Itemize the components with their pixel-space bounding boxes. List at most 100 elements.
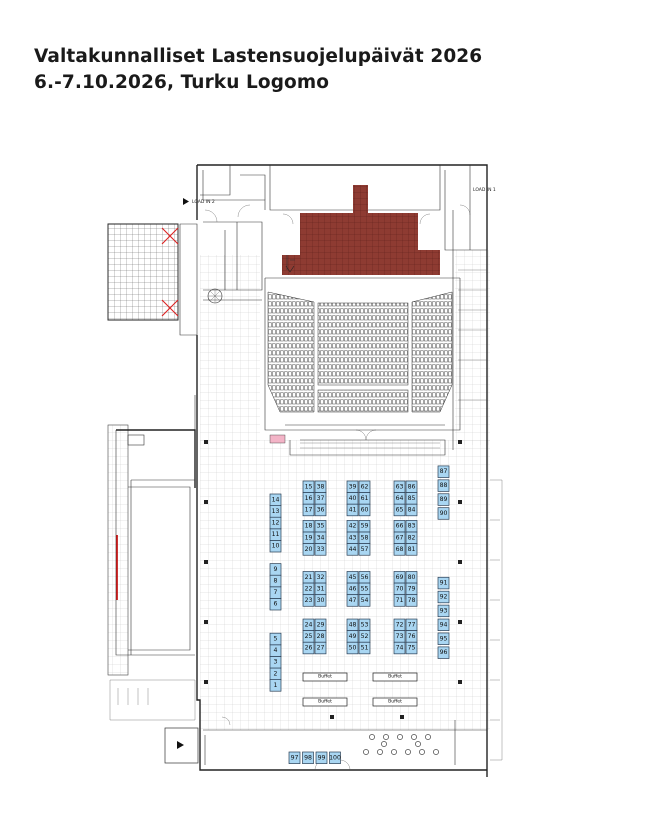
booth-20[interactable]: 20 [302, 543, 315, 556]
booth-57[interactable]: 57 [358, 543, 371, 556]
booth-83[interactable]: 83 [405, 520, 418, 533]
booth-78[interactable]: 78 [405, 594, 418, 607]
booth-73[interactable]: 73 [393, 630, 406, 643]
booth-35[interactable]: 35 [314, 520, 327, 533]
booth-68[interactable]: 68 [393, 543, 406, 556]
booth-97[interactable]: 97 [288, 751, 301, 764]
booth-18[interactable]: 18 [302, 520, 315, 533]
booth-65[interactable]: 65 [393, 503, 406, 517]
booth-98[interactable]: 98 [302, 751, 314, 764]
booth-80[interactable]: 80 [405, 571, 418, 584]
booth-48[interactable]: 48 [346, 618, 359, 631]
booth-100[interactable]: 100 [329, 751, 341, 764]
booth-99[interactable]: 99 [315, 751, 328, 764]
booth-5[interactable]: 5 [269, 632, 282, 646]
booth-3[interactable]: 3 [269, 656, 282, 669]
booth-46[interactable]: 46 [346, 582, 359, 596]
booth-94[interactable]: 94 [437, 618, 450, 631]
booth-62[interactable]: 62 [358, 480, 371, 493]
booth-33[interactable]: 33 [314, 543, 327, 556]
booth-91[interactable]: 91 [437, 576, 450, 590]
booth-23[interactable]: 23 [302, 594, 315, 607]
booth-79[interactable]: 79 [405, 582, 418, 596]
booth-82[interactable]: 82 [405, 531, 418, 544]
booth-67[interactable]: 67 [393, 531, 406, 544]
booth-96[interactable]: 96 [437, 646, 450, 659]
booth-59[interactable]: 59 [358, 520, 371, 533]
booth-9[interactable]: 9 [269, 563, 282, 576]
booth-14[interactable]: 14 [269, 493, 282, 506]
booth-28[interactable]: 28 [314, 630, 327, 643]
booth-37[interactable]: 37 [314, 492, 327, 505]
booth-26[interactable]: 26 [302, 641, 315, 655]
booth-58[interactable]: 58 [358, 531, 371, 544]
booth-76[interactable]: 76 [405, 630, 418, 643]
booth-8[interactable]: 8 [269, 574, 282, 588]
booth-55[interactable]: 55 [358, 582, 371, 596]
booth-17[interactable]: 17 [302, 503, 315, 517]
booth-93[interactable]: 93 [437, 604, 450, 618]
booth-63[interactable]: 63 [393, 480, 406, 493]
booth-39[interactable]: 39 [346, 480, 359, 493]
booth-24[interactable]: 24 [302, 618, 315, 631]
booth-45[interactable]: 45 [346, 571, 359, 584]
booth-12[interactable]: 12 [269, 516, 282, 530]
booth-25[interactable]: 25 [302, 630, 315, 643]
booth-41[interactable]: 41 [346, 503, 359, 517]
booth-16[interactable]: 16 [302, 492, 315, 505]
booth-92[interactable]: 92 [437, 590, 450, 604]
booth-84[interactable]: 84 [405, 503, 418, 517]
booth-75[interactable]: 75 [405, 641, 418, 655]
booth-72[interactable]: 72 [393, 618, 406, 631]
booth-13[interactable]: 13 [269, 505, 282, 518]
booth-88[interactable]: 88 [437, 479, 450, 492]
booth-34[interactable]: 34 [314, 531, 327, 544]
booth-66[interactable]: 66 [393, 520, 406, 533]
booth-49[interactable]: 49 [346, 630, 359, 643]
booth-15[interactable]: 15 [302, 480, 315, 493]
booth-89[interactable]: 89 [437, 493, 450, 506]
booth-74[interactable]: 74 [393, 641, 406, 655]
booth-10[interactable]: 10 [269, 540, 282, 553]
booth-1[interactable]: 1 [269, 679, 282, 692]
booth-7[interactable]: 7 [269, 586, 282, 599]
booth-11[interactable]: 11 [269, 528, 282, 541]
booth-4[interactable]: 4 [269, 644, 282, 657]
booth-32[interactable]: 32 [314, 571, 327, 584]
booth-77[interactable]: 77 [405, 618, 418, 631]
booth-70[interactable]: 70 [393, 582, 406, 596]
booth-90[interactable]: 90 [437, 507, 450, 520]
booth-6[interactable]: 6 [269, 598, 282, 611]
booth-64[interactable]: 64 [393, 492, 406, 505]
booth-40[interactable]: 40 [346, 492, 359, 505]
booth-61[interactable]: 61 [358, 492, 371, 505]
booth-22[interactable]: 22 [302, 582, 315, 596]
booth-87[interactable]: 87 [437, 465, 450, 478]
booth-47[interactable]: 47 [346, 594, 359, 607]
booth-51[interactable]: 51 [358, 641, 371, 655]
booth-27[interactable]: 27 [314, 641, 327, 655]
booth-43[interactable]: 43 [346, 531, 359, 544]
booth-85[interactable]: 85 [405, 492, 418, 505]
booth-52[interactable]: 52 [358, 630, 371, 643]
booth-54[interactable]: 54 [358, 594, 371, 607]
booth-60[interactable]: 60 [358, 503, 371, 517]
booth-29[interactable]: 29 [314, 618, 327, 631]
booth-44[interactable]: 44 [346, 543, 359, 556]
booth-71[interactable]: 71 [393, 594, 406, 607]
booth-30[interactable]: 30 [314, 594, 327, 607]
booth-19[interactable]: 19 [302, 531, 315, 544]
booth-2[interactable]: 2 [269, 667, 282, 680]
booth-21[interactable]: 21 [302, 571, 315, 584]
booth-81[interactable]: 81 [405, 543, 418, 556]
booth-31[interactable]: 31 [314, 582, 327, 596]
booth-86[interactable]: 86 [405, 480, 418, 493]
booth-38[interactable]: 38 [314, 480, 327, 493]
booth-42[interactable]: 42 [346, 520, 359, 533]
booth-95[interactable]: 95 [437, 632, 450, 645]
booth-36[interactable]: 36 [314, 503, 327, 517]
booth-56[interactable]: 56 [358, 571, 371, 584]
booth-53[interactable]: 53 [358, 618, 371, 631]
booth-69[interactable]: 69 [393, 571, 406, 584]
booth-50[interactable]: 50 [346, 641, 359, 655]
